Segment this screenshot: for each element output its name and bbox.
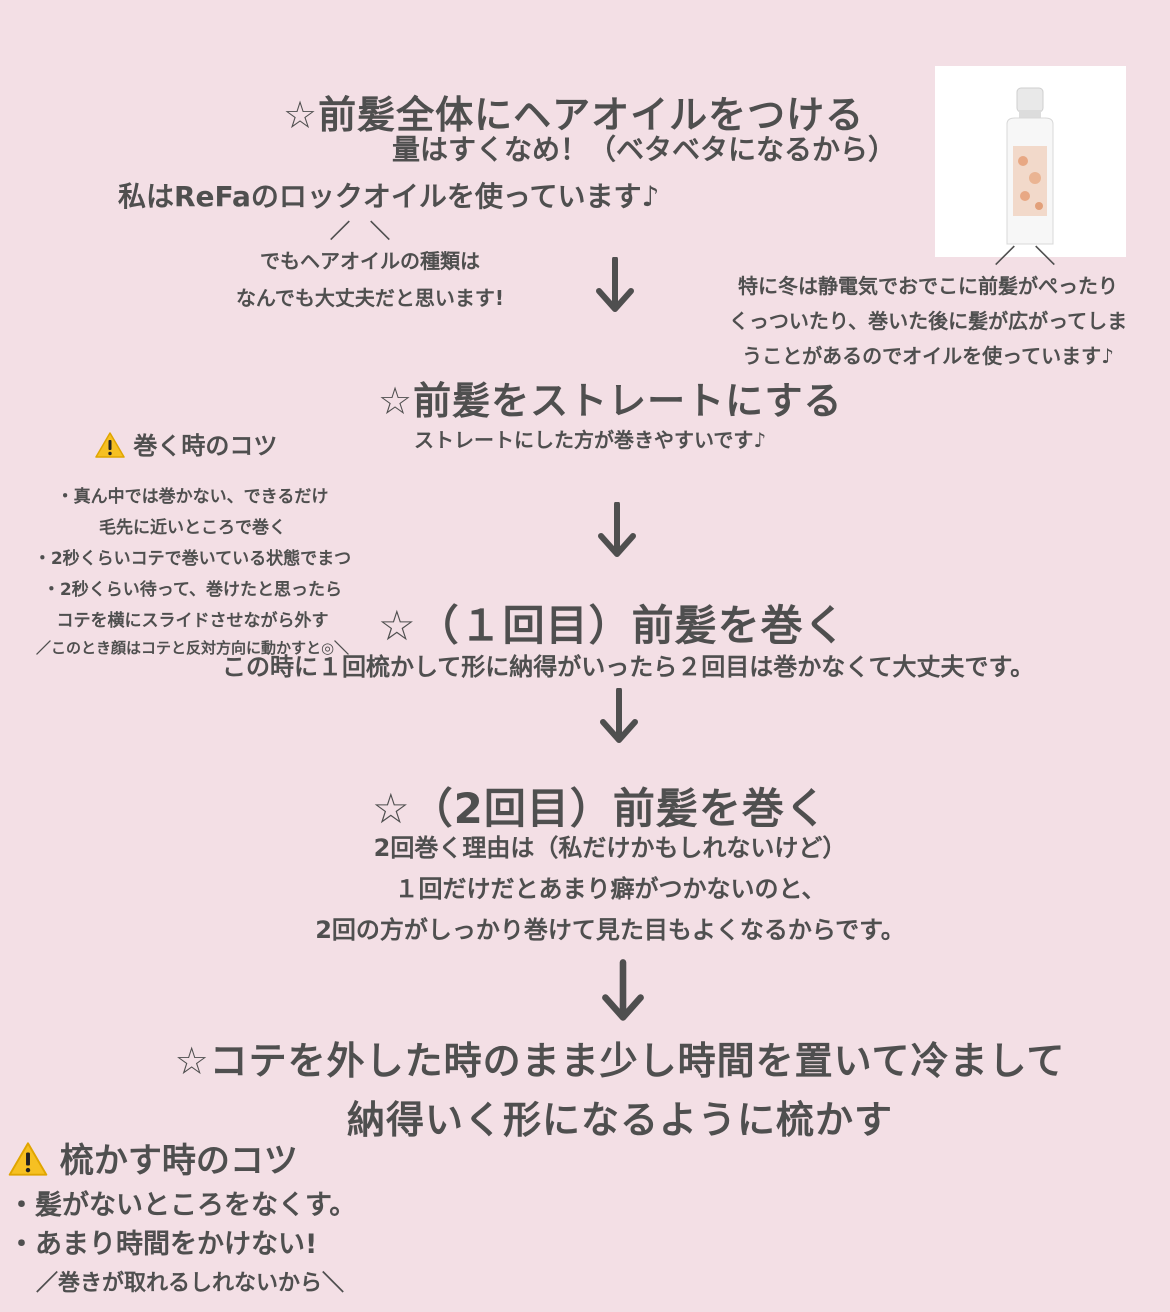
step4-title: ☆（2回目）前髪を巻く xyxy=(372,784,828,833)
tips-comb-line-1: ・髪がないところをなくす。 xyxy=(8,1190,357,1221)
step1-any-oil: でもヘアオイルの種類は なんでも大丈夫だと思います! xyxy=(195,245,545,311)
any-oil-line-2: なんでも大丈夫だと思います! xyxy=(235,286,505,310)
step1-winter: 特に冬は静電気でおでこに前髪がぺったり くっついたり、巻いた後に髪が広がってしま… xyxy=(688,270,1168,369)
tips-curl-line-1: ・真ん中では巻かない、できるだけ xyxy=(56,487,329,507)
tips-curl-line-3: ・2秒くらいコテで巻いている状態でまつ xyxy=(33,549,352,569)
step1-title: ☆前髪全体にヘアオイルをつける xyxy=(283,93,865,137)
tips-comb-line-2: ・あまり時間をかけない! xyxy=(8,1229,318,1260)
tips-comb-heading-text: 梳かす時のコツ xyxy=(59,1141,298,1181)
step5-title: ☆コテを外した時のまま少し時間を置いて冷まして 納得いく形になるように梳かす xyxy=(80,1030,1160,1144)
step1-note: 量はすくなめ！（ベタベタになるから） xyxy=(392,133,897,166)
step1-bracket-left: ／ ＼ xyxy=(330,219,390,243)
tips-curl-line-5: コテを横にスライドさせながら外す xyxy=(56,611,329,631)
tips-comb-heading: 梳かす時のコツ xyxy=(8,1133,298,1182)
step4-note-2: １回だけだとあまり癖がつかないのと、 xyxy=(394,875,826,903)
step5-title-line-2: 納得いく形になるように梳かす xyxy=(346,1098,893,1142)
tips-curl-line-4: ・2秒くらい待って、巻けたと思ったら xyxy=(42,580,343,600)
winter-line-1: 特に冬は静電気でおでこに前髪がぺったり xyxy=(738,274,1118,298)
step2-note: ストレートにした方が巻きやすいです♪ xyxy=(414,428,767,452)
winter-line-2: くっついたり、巻いた後に髪が広がってしま xyxy=(728,309,1128,333)
step4-note-1: 2回巻く理由は（私だけかもしれないけど） xyxy=(373,834,847,862)
step2-title: ☆前髪をストレートにする xyxy=(378,379,843,423)
step4-note-3: 2回の方がしっかり巻けて見た目もよくなるからです。 xyxy=(315,916,905,944)
step5-title-line-1: ☆コテを外した時のまま少し時間を置いて冷まして xyxy=(174,1039,1066,1083)
any-oil-line-1: でもヘアオイルの種類は xyxy=(260,249,480,273)
down-arrow-icon xyxy=(596,257,634,312)
step1-product-line: 私はReFaのロックオイルを使っています♪ xyxy=(118,180,660,213)
tips-curl-line-6: ／このとき顔はコテと反対方向に動かすと◎＼ xyxy=(35,639,350,657)
tips-curl-line-2: 毛先に近いところで巻く xyxy=(99,518,286,538)
warning-icon xyxy=(8,1142,48,1176)
step4-notes: 2回巻く理由は（私だけかもしれないけど） １回だけだとあまり癖がつかないのと、 … xyxy=(240,828,980,945)
step3-note: この時に１回梳かして形に納得がいったら２回目は巻かなくて大丈夫です。 xyxy=(222,653,1035,681)
hair-oil-bottle-icon xyxy=(1006,87,1054,245)
down-arrow-icon xyxy=(602,959,644,1021)
step1-bracket-right: ／ ＼ xyxy=(995,244,1055,268)
down-arrow-icon xyxy=(600,688,638,743)
tips-comb-line-3: ／巻きが取れるしれないから＼ xyxy=(36,1271,345,1296)
tips-curl-heading: 巻く時のコツ xyxy=(95,426,277,461)
tips-curl-list: ・真ん中では巻かない、できるだけ 毛先に近いところで巻く ・2秒くらいコテで巻い… xyxy=(0,482,385,658)
winter-line-3: うことがあるのでオイルを使っています♪ xyxy=(742,344,1114,368)
product-image xyxy=(935,66,1126,257)
warning-icon xyxy=(95,432,125,458)
tips-curl-heading-text: 巻く時のコツ xyxy=(133,432,278,460)
down-arrow-icon xyxy=(598,502,636,557)
step3-title: ☆（１回目）前髪を巻く xyxy=(378,601,847,650)
